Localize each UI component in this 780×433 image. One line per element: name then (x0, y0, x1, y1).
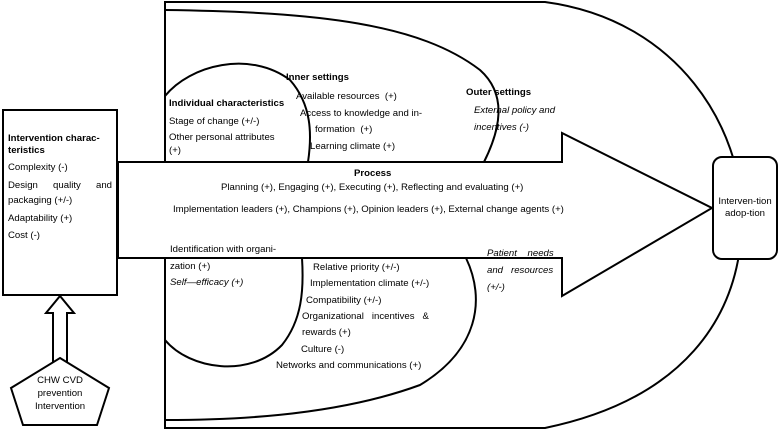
intervention-characteristics-title-line2: teristics (8, 144, 45, 156)
design-quality-item-line2: packaging (+/-) (8, 195, 73, 206)
inner-settings-title: Inner settings (286, 72, 349, 83)
available-resources-item: Available resources (+) (296, 91, 397, 102)
relative-priority-item: Relative priority (+/-) (313, 262, 400, 273)
intervention-characteristics-box: Intervention charac- teristics Complexit… (2, 109, 118, 296)
identification-line2: zation (+) (170, 261, 211, 272)
process-line1: Planning (+), Engaging (+), Executing (+… (221, 182, 524, 193)
networks-communications-item: Networks and communications (+) (276, 360, 422, 371)
patient-needs-line2: and resources (487, 265, 554, 276)
intervention-adoption-box: Interven-tion adop-tion (712, 156, 778, 260)
upward-arrow (43, 294, 77, 371)
implementation-climate-item: Implementation climate (+/-) (310, 278, 430, 289)
individual-characteristics-boundary-bottom (164, 257, 304, 368)
outer-settings-title: Outer settings (466, 87, 532, 98)
source-line1: CHW CVD (37, 375, 83, 386)
inner-settings-boundary-bottom (164, 257, 477, 421)
intervention-characteristics-title-line1: Intervention charac- (8, 133, 100, 144)
patient-needs-line1: Patient needs (487, 248, 554, 259)
inner-settings-boundary-top (164, 9, 500, 163)
external-policy-line2: incentives (-) (474, 122, 529, 133)
compatibility-item: Compatibility (+/-) (306, 295, 382, 306)
org-incentives-line1: Organizational incentives & (302, 311, 429, 322)
source-pentagon (9, 356, 111, 426)
self-efficacy-item: Self—efficacy (+) (170, 277, 244, 288)
individual-characteristics-boundary-top (164, 62, 312, 163)
process-line2: Implementation leaders (+), Champions (+… (173, 204, 564, 215)
individual-characteristics-title: Individual characteristics (169, 98, 285, 109)
adaptability-item: Adaptability (+) (8, 212, 73, 224)
identification-line1: Identification with organi- (170, 244, 277, 255)
other-personal-attributes-line2: (+) (169, 145, 181, 156)
source-line3: Intervention (35, 401, 86, 412)
org-incentives-line2: rewards (+) (302, 327, 351, 338)
complexity-item: Complexity (-) (8, 162, 68, 173)
source-line2: prevention (37, 388, 83, 399)
other-personal-attributes-line1: Other personal attributes (169, 132, 275, 143)
culture-item: Culture (-) (301, 344, 345, 355)
access-knowledge-line1: Access to knowledge and in- (300, 108, 423, 119)
learning-climate-item: Learning climate (+) (310, 141, 396, 152)
process-title: Process (354, 168, 392, 179)
cost-item: Cost (-) (8, 230, 40, 241)
external-policy-line1: External policy and (474, 105, 556, 116)
stage-of-change-item: Stage of change (+/-) (169, 116, 260, 127)
process-arrow (117, 131, 715, 298)
patient-needs-line3: (+/-) (487, 282, 505, 293)
access-knowledge-line2: formation (+) (315, 124, 373, 135)
design-quality-item-line1: Design quality and (8, 179, 112, 191)
